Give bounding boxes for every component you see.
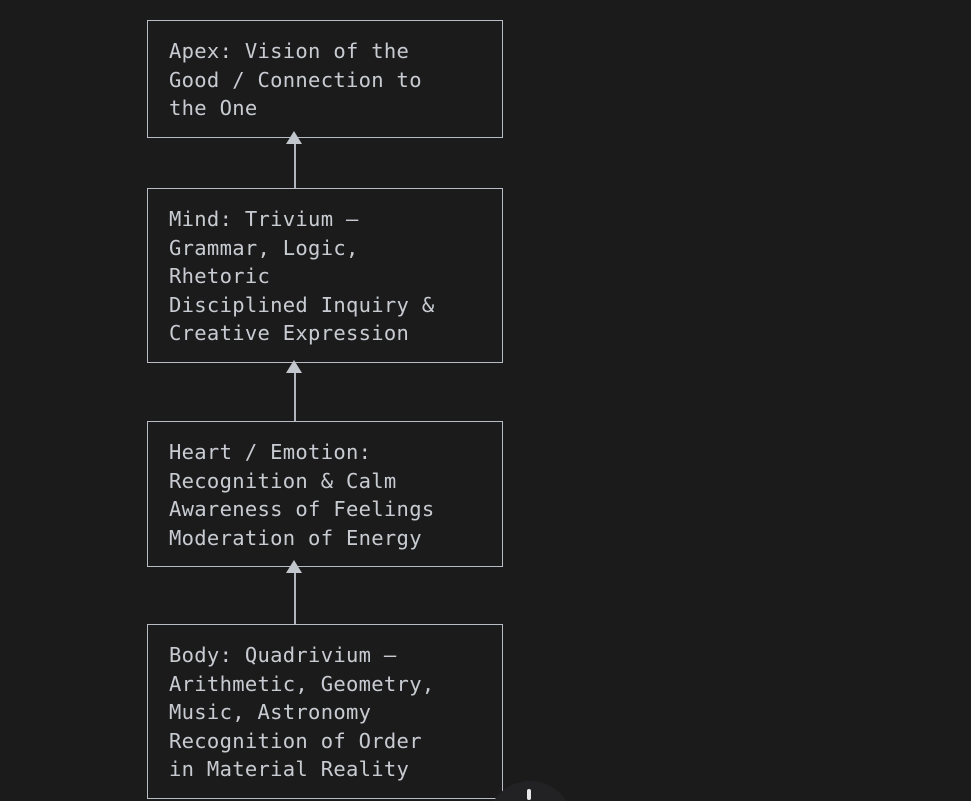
body-node-line-2: Arithmetic, Geometry, bbox=[169, 671, 435, 696]
mind-node[interactable]: Mind: Trivium – Grammar, Logic, Rhetoric… bbox=[147, 188, 503, 363]
body-node-line-5: in Material Reality bbox=[169, 757, 410, 782]
arrow-mind-to-apex-icon bbox=[286, 131, 302, 144]
arrow-body-to-heart-icon bbox=[286, 560, 302, 573]
arrow-heart-to-mind-icon bbox=[286, 360, 302, 373]
mind-node-line-4: Disciplined Inquiry & bbox=[169, 292, 435, 317]
mind-node-line-5: Creative Expression bbox=[169, 321, 410, 346]
apex-node-line-3: the One bbox=[169, 96, 258, 121]
body-node[interactable]: Body: Quadrivium – Arithmetic, Geometry,… bbox=[147, 624, 503, 799]
apex-node-line-1: Apex: Vision of the bbox=[169, 39, 410, 63]
connector-mind-to-apex bbox=[294, 144, 296, 188]
body-node-line-3: Music, Astronomy bbox=[169, 700, 372, 725]
heart-node-line-3: Awareness of Feelings bbox=[169, 497, 435, 522]
mind-node-line-2: Grammar, Logic, bbox=[169, 235, 359, 260]
mind-node-line-3: Rhetoric bbox=[169, 264, 271, 289]
connector-heart-to-mind bbox=[294, 373, 296, 421]
body-node-line-1: Body: Quadrivium – bbox=[169, 643, 397, 667]
heart-node-line-1: Heart / Emotion: bbox=[169, 440, 372, 464]
apex-node-line-2: Good / Connection to bbox=[169, 67, 422, 92]
heart-node[interactable]: Heart / Emotion: Recognition & Calm Awar… bbox=[147, 421, 503, 568]
apex-node[interactable]: Apex: Vision of the Good / Connection to… bbox=[147, 20, 503, 138]
heart-node-line-4: Moderation of Energy bbox=[169, 525, 422, 550]
body-node-line-4: Recognition of Order bbox=[169, 728, 422, 753]
heart-node-line-2: Recognition & Calm bbox=[169, 468, 397, 493]
floating-action-indicator-icon bbox=[527, 789, 531, 800]
mind-node-line-1: Mind: Trivium – bbox=[169, 207, 359, 231]
connector-body-to-heart bbox=[294, 573, 296, 624]
